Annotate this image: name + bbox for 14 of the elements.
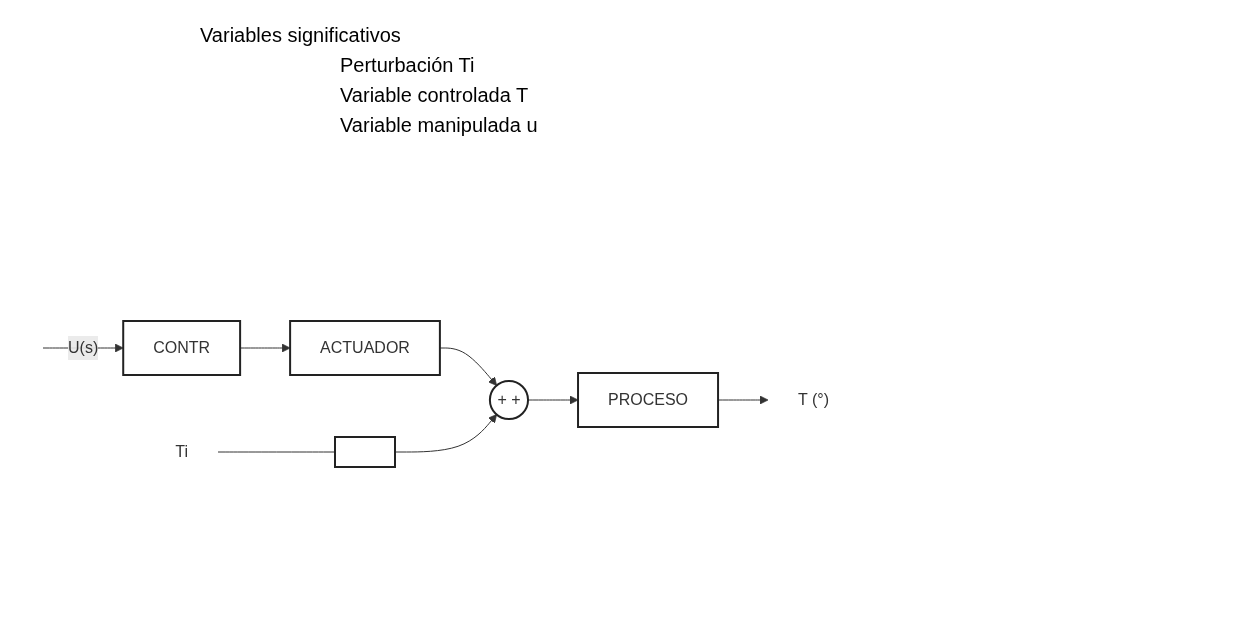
node-text: T (°) [798,391,830,408]
node-box: PROCESO [577,372,720,428]
note-text: Variable controlada T [340,83,529,108]
note-text: Perturbación Ti [340,53,475,78]
node-box [334,436,396,468]
edge-label: U(s) [68,339,99,356]
heading-note: Variables significativos [200,23,401,48]
node-box: CONTR [122,320,242,376]
node-circle: + + [488,379,530,421]
connector [217,451,336,453]
node-text: Ti [175,443,189,460]
note-text: Variable manipulada u [340,113,538,138]
arrow [439,347,498,386]
node-box: ACTUADOR [289,320,441,376]
